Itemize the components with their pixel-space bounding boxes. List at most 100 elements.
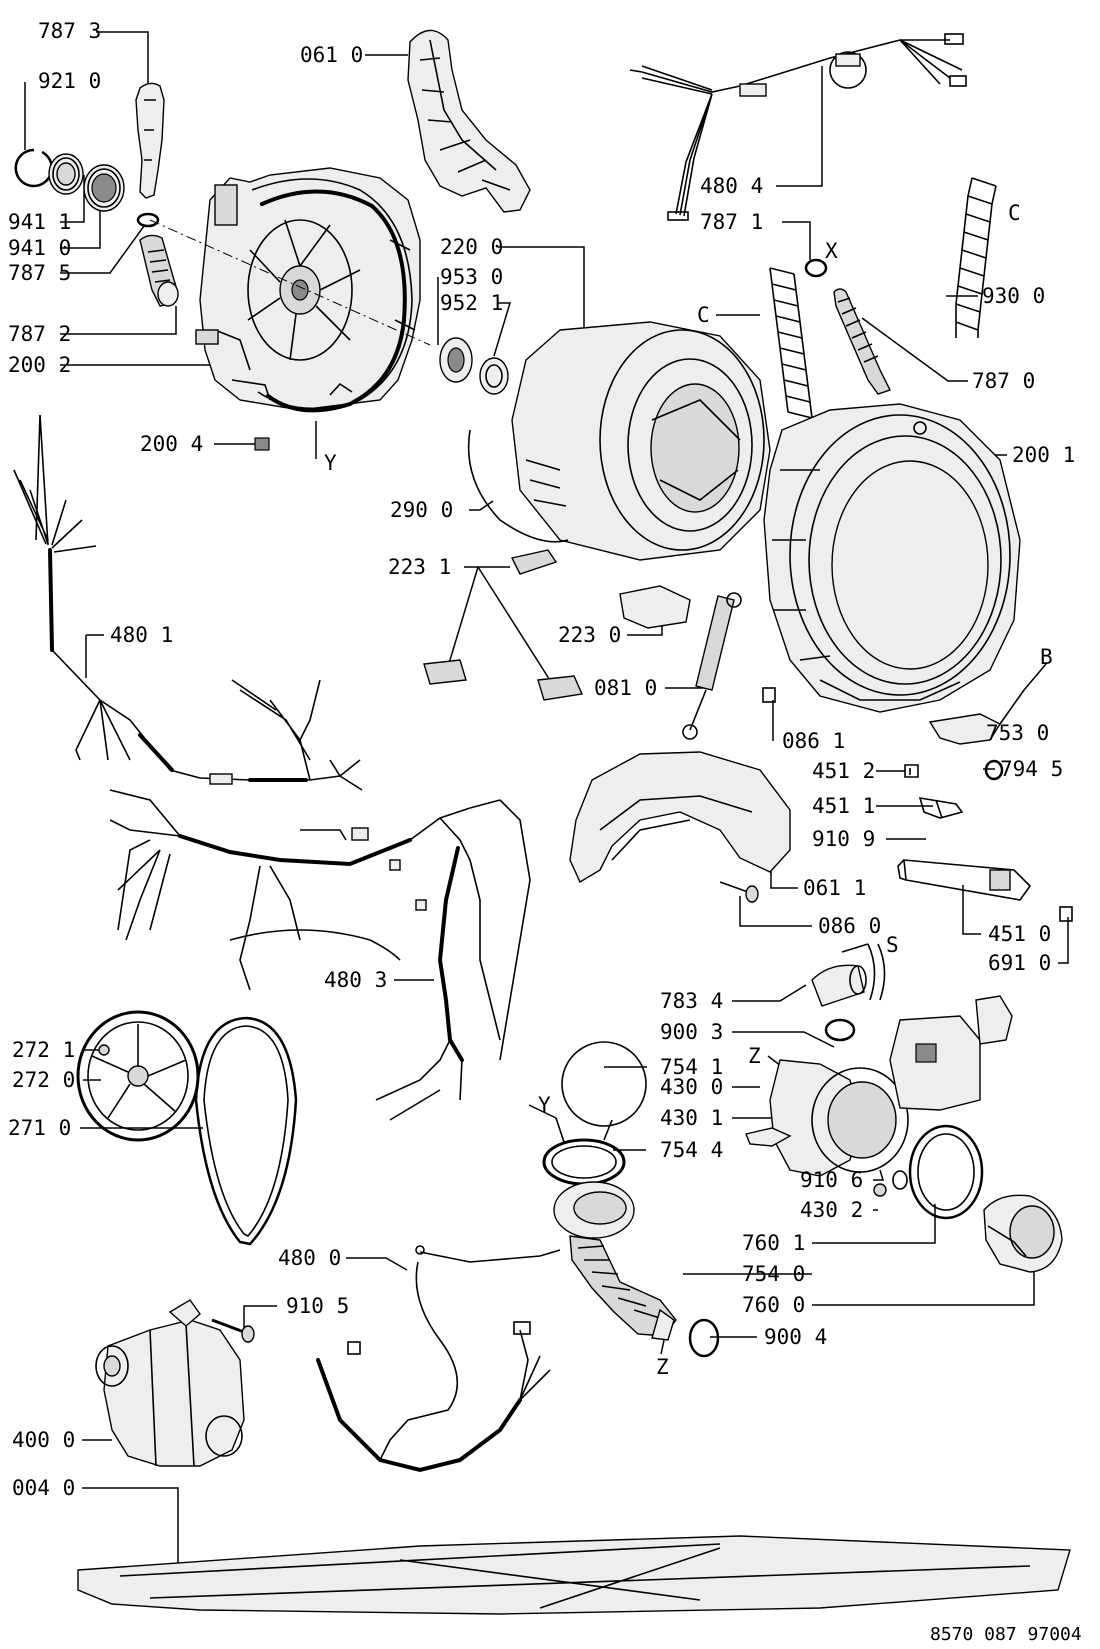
drum-220-0 [511, 321, 771, 561]
bearing-952-1 [479, 357, 509, 395]
counterweight-061-1 [569, 751, 791, 884]
label-200-4: 200 4 [140, 432, 203, 456]
label-941-0: 941 0 [8, 236, 71, 260]
disc-754-1 [561, 1041, 647, 1127]
label-b: B [1040, 645, 1053, 669]
wiring-480-3 [109, 789, 531, 1121]
nut-086-1 [762, 687, 776, 703]
wire-290-0 [467, 429, 569, 543]
label-783-4: 783 4 [660, 989, 723, 1013]
label-921-0: 921 0 [38, 69, 101, 93]
label-910-6: 910 6 [800, 1168, 863, 1192]
label-480-3: 480 3 [324, 968, 387, 992]
wiring-480-4 [629, 33, 967, 221]
label-953-0: 953 0 [440, 265, 503, 289]
label-787-5: 787 5 [8, 261, 71, 285]
label-754-0: 754 0 [742, 1262, 805, 1286]
label-691-0: 691 0 [988, 951, 1051, 975]
bracket-451-1 [918, 797, 964, 819]
label-272-0: 272 0 [12, 1068, 75, 1092]
label-910-9: 910 9 [812, 827, 875, 851]
label-910-5: 910 5 [286, 1294, 349, 1318]
filter-760-0 [983, 1194, 1063, 1273]
wiring-480-0 [316, 1245, 561, 1473]
label-y-mid: Y [538, 1093, 551, 1117]
drawing-number: 8570 087 97004 [930, 1624, 1082, 1645]
screw-910-6 [873, 1183, 887, 1197]
hose-787-2 [139, 234, 179, 307]
label-y-top: Y [324, 451, 337, 475]
impeller-430-1 [745, 1127, 792, 1147]
bolt-910-5 [211, 1318, 255, 1343]
damper-081-0 [682, 592, 742, 740]
label-794-5: 794 5 [1000, 757, 1063, 781]
label-451-2: 451 2 [812, 759, 875, 783]
label-z-bottom: Z [656, 1355, 669, 1379]
lifter-223-1 [423, 549, 584, 701]
label-290-0: 290 0 [390, 498, 453, 522]
sump-hose-754-0 [553, 1181, 677, 1341]
counterweight-061-0 [407, 29, 531, 213]
pulley-272-0 [76, 1010, 200, 1142]
clamp-900-4 [688, 1318, 720, 1358]
label-430-1: 430 1 [660, 1106, 723, 1130]
label-787-1: 787 1 [700, 210, 763, 234]
clamp-787-1 [804, 258, 828, 278]
label-271-0: 271 0 [8, 1116, 71, 1140]
label-200-1: 200 1 [1012, 443, 1075, 467]
spring-c [769, 267, 813, 419]
label-787-0: 787 0 [972, 369, 1035, 393]
label-451-0: 451 0 [988, 922, 1051, 946]
label-272-1: 272 1 [12, 1038, 75, 1062]
label-930-0: 930 0 [982, 284, 1045, 308]
bearing-941-0 [83, 164, 125, 212]
washer-430-2 [892, 1170, 908, 1190]
label-004-0: 004 0 [12, 1476, 75, 1500]
label-760-1: 760 1 [742, 1231, 805, 1255]
label-941-1: 941 1 [8, 210, 71, 234]
clamp-787-5 [136, 212, 160, 228]
seal-ring-754-4 [542, 1117, 626, 1186]
base-plate-004-0 [77, 1535, 1071, 1615]
label-223-1: 223 1 [388, 555, 451, 579]
heater-451-0 [897, 859, 1032, 901]
belt-271-0 [194, 1016, 298, 1246]
clip-200-4 [254, 437, 270, 451]
spring-930-0 [955, 177, 997, 338]
label-430-0: 430 0 [660, 1075, 723, 1099]
sensor-451-2 [904, 764, 919, 778]
part-labels: 787 3 921 0 941 1 941 0 787 5 787 2 200 … [8, 19, 1082, 1645]
bolt-086-0 [719, 881, 759, 903]
label-900-3: 900 3 [660, 1020, 723, 1044]
wiring-480-1 [13, 414, 363, 791]
label-787-2: 787 2 [8, 322, 71, 346]
label-787-3: 787 3 [38, 19, 101, 43]
nut-272-1 [98, 1044, 110, 1056]
motor-400-0 [95, 1299, 245, 1467]
label-086-1: 086 1 [782, 729, 845, 753]
hose-783-4 [811, 943, 886, 1007]
pressure-switch-753-0 [928, 689, 1025, 781]
label-480-1: 480 1 [110, 623, 173, 647]
label-223-0: 223 0 [558, 623, 621, 647]
lifter-223-0 [619, 585, 691, 629]
hose-787-0 [833, 288, 891, 395]
hose-connector-787-3 [135, 82, 165, 199]
label-z-mid: Z [748, 1044, 761, 1068]
front-tub-200-1 [763, 403, 1021, 713]
seal-941-1 [48, 153, 84, 195]
label-c-top: C [1008, 201, 1021, 225]
sensor-691-0 [1059, 906, 1073, 922]
label-754-4: 754 4 [660, 1138, 723, 1162]
circlip-921-0 [14, 148, 53, 188]
gasket-760-1 [908, 1124, 984, 1220]
label-451-1: 451 1 [812, 794, 875, 818]
label-760-0: 760 0 [742, 1293, 805, 1317]
label-430-2: 430 2 [800, 1198, 863, 1222]
label-s: S [886, 933, 899, 957]
label-061-0: 061 0 [300, 43, 363, 67]
label-480-4: 480 4 [700, 174, 763, 198]
pump-housing-430-0 [769, 995, 1013, 1177]
label-952-1: 952 1 [440, 291, 503, 315]
